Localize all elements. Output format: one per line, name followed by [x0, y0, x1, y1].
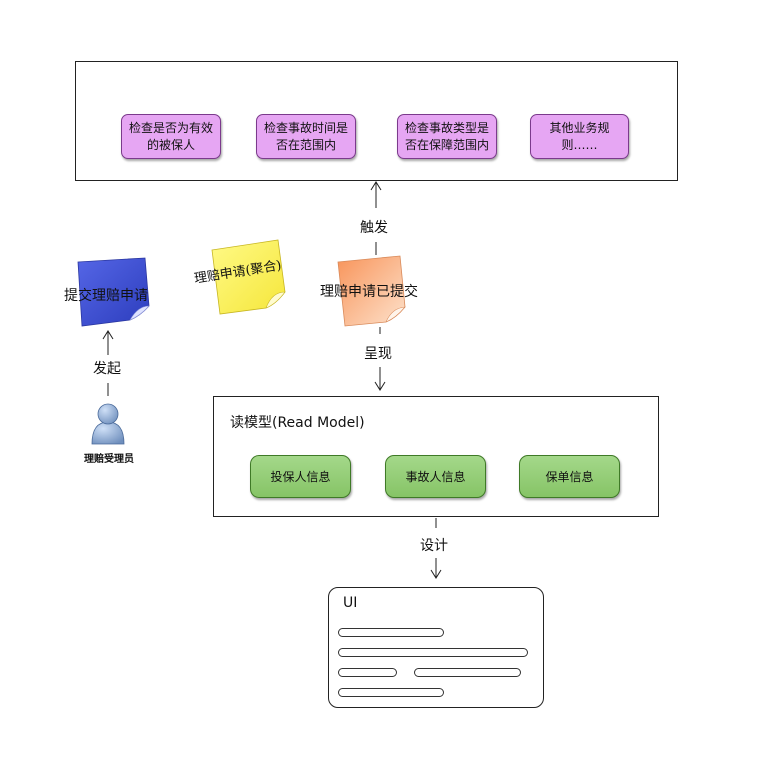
present-label: 呈现: [364, 346, 392, 362]
actor-label: 理赔受理员: [84, 454, 134, 465]
read-model-title: 读模型(Read Model): [230, 415, 365, 431]
rule-label: 其他业务规则……: [549, 120, 610, 152]
ui-placeholder-bar: [338, 688, 444, 697]
ui-title: UI: [343, 595, 358, 611]
read-model-label: 保单信息: [545, 470, 594, 484]
rule-accident-time[interactable]: 检查事故时间是否在范围内: [256, 114, 356, 159]
command-note[interactable]: [77, 257, 150, 327]
read-model-label: 投保人信息: [270, 470, 331, 484]
trigger-arrowhead: [370, 181, 382, 191]
ui-placeholder-bar: [338, 628, 444, 637]
event-note-label: 理赔申请已提交: [320, 284, 418, 300]
trigger-label: 触发: [360, 220, 388, 236]
design-label: 设计: [420, 538, 448, 554]
ui-mock-box: [328, 587, 544, 708]
read-model-label: 事故人信息: [405, 470, 466, 484]
initiate-label: 发起: [93, 361, 121, 377]
read-model-accident-person[interactable]: 事故人信息: [385, 455, 486, 498]
rule-valid-insured[interactable]: 检查是否为有效的被保人: [121, 114, 221, 159]
present-arrowhead: [374, 381, 386, 391]
rule-accident-type[interactable]: 检查事故类型是否在保障范围内: [397, 114, 497, 159]
read-model-policyholder[interactable]: 投保人信息: [250, 455, 351, 498]
rule-label: 检查是否为有效的被保人: [128, 120, 213, 152]
aggregate-note[interactable]: [211, 239, 286, 315]
read-model-policy[interactable]: 保单信息: [519, 455, 620, 498]
event-note[interactable]: [337, 255, 406, 327]
rule-label: 检查事故时间是否在范围内: [263, 120, 348, 152]
rule-other[interactable]: 其他业务规则……: [530, 114, 629, 159]
ui-placeholder-bar: [414, 668, 521, 677]
design-arrowhead: [430, 569, 442, 579]
command-note-label: 提交理赔申请: [64, 288, 148, 304]
ui-placeholder-bar: [338, 668, 397, 677]
initiate-arrowhead: [102, 330, 114, 340]
ui-placeholder-bar: [338, 648, 528, 657]
rule-label: 检查事故类型是否在保障范围内: [404, 120, 489, 152]
user-icon[interactable]: [91, 403, 125, 445]
